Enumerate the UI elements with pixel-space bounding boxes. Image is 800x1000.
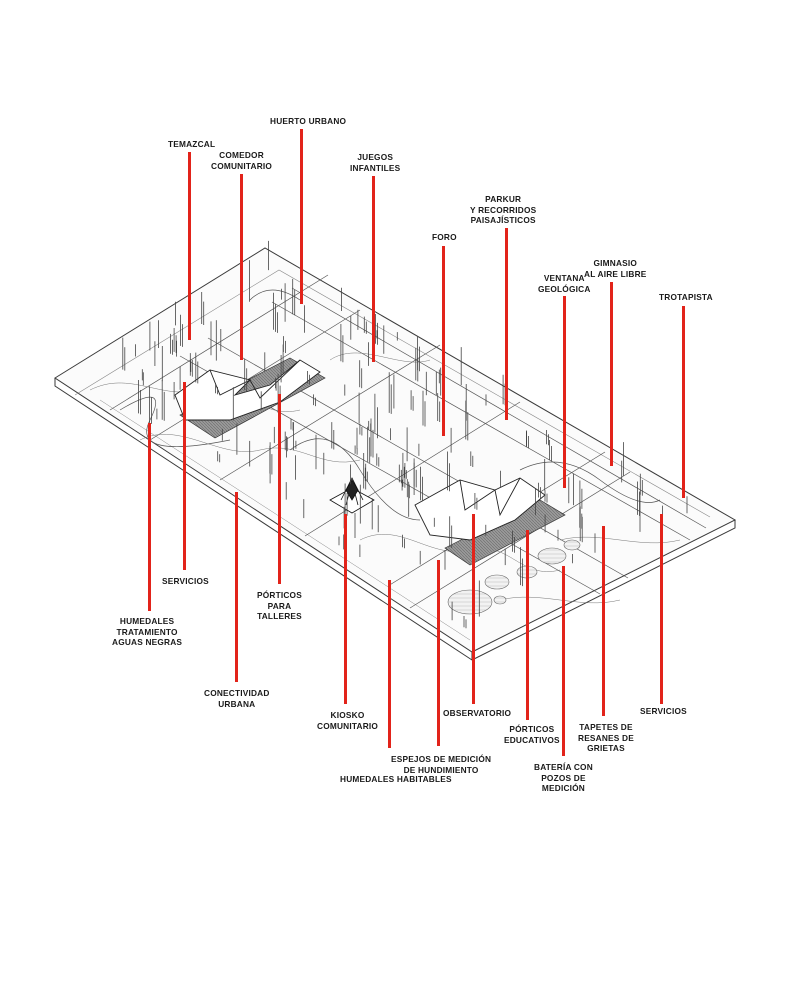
- leader-bateria: [562, 566, 565, 756]
- leader-observatorio: [472, 514, 475, 704]
- leader-servicios-left: [183, 382, 186, 570]
- leader-kiosko: [344, 514, 347, 704]
- label-bateria-pozos: BATERÍA CON POZOS DE MEDICIÓN: [534, 762, 593, 793]
- label-porticos-educativos: PÓRTICOS EDUCATIVOS: [504, 724, 560, 745]
- folded-roof-structures: [174, 359, 546, 541]
- leader-juegos: [372, 176, 375, 362]
- leader-humedales-habitables: [437, 560, 440, 746]
- leader-huerto: [300, 129, 303, 304]
- site-platform: [54, 247, 737, 661]
- leader-ventana: [563, 296, 566, 488]
- leader-tapetes: [602, 526, 605, 716]
- label-servicios-right: SERVICIOS: [640, 706, 687, 716]
- label-servicios-left: SERVICIOS: [162, 576, 209, 586]
- label-porticos-talleres: PÓRTICOS PARA TALLERES: [257, 590, 302, 621]
- label-tapetes-resanes: TAPETES DE RESANES DE GRIETAS: [578, 722, 634, 753]
- leader-servicios-right: [660, 514, 663, 704]
- leader-humedales-tratamiento: [148, 423, 151, 611]
- label-kiosko-comunitario: KIOSKO COMUNITARIO: [317, 710, 379, 731]
- label-juegos-infantiles: JUEGOS INFANTILES: [350, 152, 401, 173]
- leader-porticos-educativos: [526, 530, 529, 720]
- leader-conectividad: [235, 492, 238, 682]
- measurement-mirror-discs: [447, 539, 581, 615]
- leader-espejos: [388, 580, 391, 748]
- leader-parkur: [505, 228, 508, 420]
- leader-comedor: [240, 174, 243, 360]
- label-conectividad-urbana: CONECTIVIDAD URBANA: [204, 688, 270, 709]
- label-espejos-medicion: ESPEJOS DE MEDICIÓN DE HUNDIMIENTO: [391, 754, 492, 775]
- label-parkur: PARKUR Y RECORRIDOS PAISAJÍSTICOS: [470, 194, 537, 225]
- label-comedor-comunitario: COMEDOR COMUNITARIO: [211, 150, 273, 171]
- label-trotapista: TROTAPISTA: [659, 292, 713, 302]
- label-humedales-tratamiento: HUMEDALES TRATAMIENTO AGUAS NEGRAS: [112, 616, 183, 647]
- vertical-posts: [122, 240, 688, 629]
- label-temazcal: TEMAZCAL: [168, 139, 216, 149]
- label-ventana-geologica: VENTANA GEOLÓGICA: [538, 273, 591, 294]
- label-observatorio: OBSERVATORIO: [443, 708, 512, 718]
- leader-gimnasio: [610, 282, 613, 466]
- leader-foro: [442, 246, 445, 436]
- kiosk-pavilion: [329, 477, 375, 514]
- label-humedales-habitables: HUMEDALES HABITABLES: [340, 774, 452, 784]
- label-foro: FORO: [432, 232, 457, 242]
- label-huerto-urbano: HUERTO URBANO: [270, 116, 347, 126]
- label-gimnasio: GIMNASIO AL AIRE LIBRE: [584, 258, 647, 279]
- leader-porticos-talleres: [278, 394, 281, 584]
- leader-temazcal: [188, 152, 191, 340]
- leader-trotapista: [682, 306, 685, 498]
